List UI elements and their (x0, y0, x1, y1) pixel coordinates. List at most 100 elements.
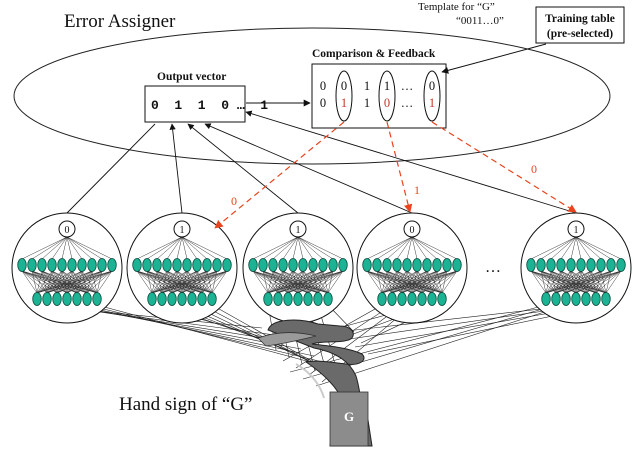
error-assigner-title: Error Assigner (64, 11, 176, 32)
output-node (567, 220, 585, 238)
network-weights (252, 236, 344, 294)
networks-ellipsis: … (485, 259, 501, 276)
hidden-node (27, 258, 37, 272)
hidden-node (392, 258, 402, 272)
hidden-node (182, 258, 192, 272)
input-node (313, 292, 323, 306)
hidden-node (278, 258, 288, 272)
hidden-node (248, 258, 258, 272)
hand-sign-image: G (257, 319, 373, 447)
network-output-line (169, 123, 183, 214)
hidden-node (97, 258, 107, 272)
comparison-oval (335, 70, 353, 122)
hidden-node (576, 258, 586, 272)
hidden-node (362, 258, 372, 272)
hidden-node (192, 258, 202, 272)
input-node (427, 292, 437, 306)
hand-letter: G (344, 409, 354, 424)
error-assigner-ellipse (13, 27, 611, 165)
output-node (403, 220, 421, 238)
input-node (323, 292, 333, 306)
network-1: 0 (11, 212, 123, 324)
hidden-node (422, 258, 432, 272)
network-3: 1 (242, 212, 354, 324)
hidden-node (202, 258, 212, 272)
comparison-top-value: 0 (429, 79, 435, 93)
input-node (157, 292, 167, 306)
input-node (417, 292, 427, 306)
hidden-node (308, 258, 318, 272)
hidden-node (57, 258, 67, 272)
network-5: 1 (520, 212, 632, 324)
output-vector-box (144, 85, 246, 123)
hidden-node (402, 258, 412, 272)
feedback-arrow (214, 121, 345, 229)
comparison-top-value: 0 (341, 79, 347, 93)
input-node (397, 292, 407, 306)
comparison-top-value: 1 (384, 79, 390, 93)
input-node (62, 292, 72, 306)
input-node (207, 292, 217, 306)
hidden-node (382, 258, 392, 272)
feedback-arrows: 010 (214, 121, 577, 229)
hidden-node (17, 258, 27, 272)
input-node (263, 292, 273, 306)
input-node (42, 292, 52, 306)
hidden-node (452, 258, 462, 272)
output-vector-bits: 0 1 1 0 … 1 (151, 98, 268, 113)
output-vector-title: Output vector (157, 71, 226, 83)
hand-caption: Hand sign of “G” (119, 394, 253, 415)
template-code: “0011…0” (456, 15, 504, 27)
hidden-node (328, 258, 338, 272)
comparison-bottom-value: 1 (364, 96, 370, 110)
input-node (177, 292, 187, 306)
input-node (167, 292, 177, 306)
hidden-node (298, 258, 308, 272)
comparison-bottom-value: … (401, 96, 414, 110)
hidden-node (616, 258, 626, 272)
hidden-node (288, 258, 298, 272)
hidden-node (152, 258, 162, 272)
input-node (303, 292, 313, 306)
input-node (541, 292, 551, 306)
input-node (283, 292, 293, 306)
input-node (387, 292, 397, 306)
hidden-node (132, 258, 142, 272)
comparison-top-value: 0 (320, 79, 326, 93)
feedback-arrow (386, 121, 413, 213)
input-node (92, 292, 102, 306)
input-node (601, 292, 611, 306)
input-node (551, 292, 561, 306)
hidden-node (142, 258, 152, 272)
hidden-node (318, 258, 328, 272)
input-node (293, 292, 303, 306)
comparison-top-value: … (401, 79, 414, 93)
input-wire (191, 304, 322, 368)
training-table-box (535, 6, 625, 44)
hidden-node (442, 258, 452, 272)
network-weights (136, 236, 228, 294)
hidden-node (258, 258, 268, 272)
comparison-title: Comparison & Feedback (312, 48, 436, 60)
input-wire (96, 304, 341, 371)
input-wire (76, 304, 315, 357)
network-weights (366, 236, 458, 294)
comparison-bottom-value: 0 (320, 96, 326, 110)
comparison-oval (378, 70, 396, 122)
hidden-node (372, 258, 382, 272)
input-wire (86, 304, 328, 364)
hidden-node (586, 258, 596, 272)
feedback-label: 0 (231, 194, 237, 208)
network-output-line (187, 123, 299, 214)
output-node-value: 1 (574, 225, 579, 236)
output-node-value: 1 (180, 225, 185, 236)
feedback-label: 0 (531, 162, 537, 176)
hidden-node (47, 258, 57, 272)
hidden-node (222, 258, 232, 272)
input-node (82, 292, 92, 306)
hidden-node (77, 258, 87, 272)
hidden-node (162, 258, 172, 272)
input-node (407, 292, 417, 306)
